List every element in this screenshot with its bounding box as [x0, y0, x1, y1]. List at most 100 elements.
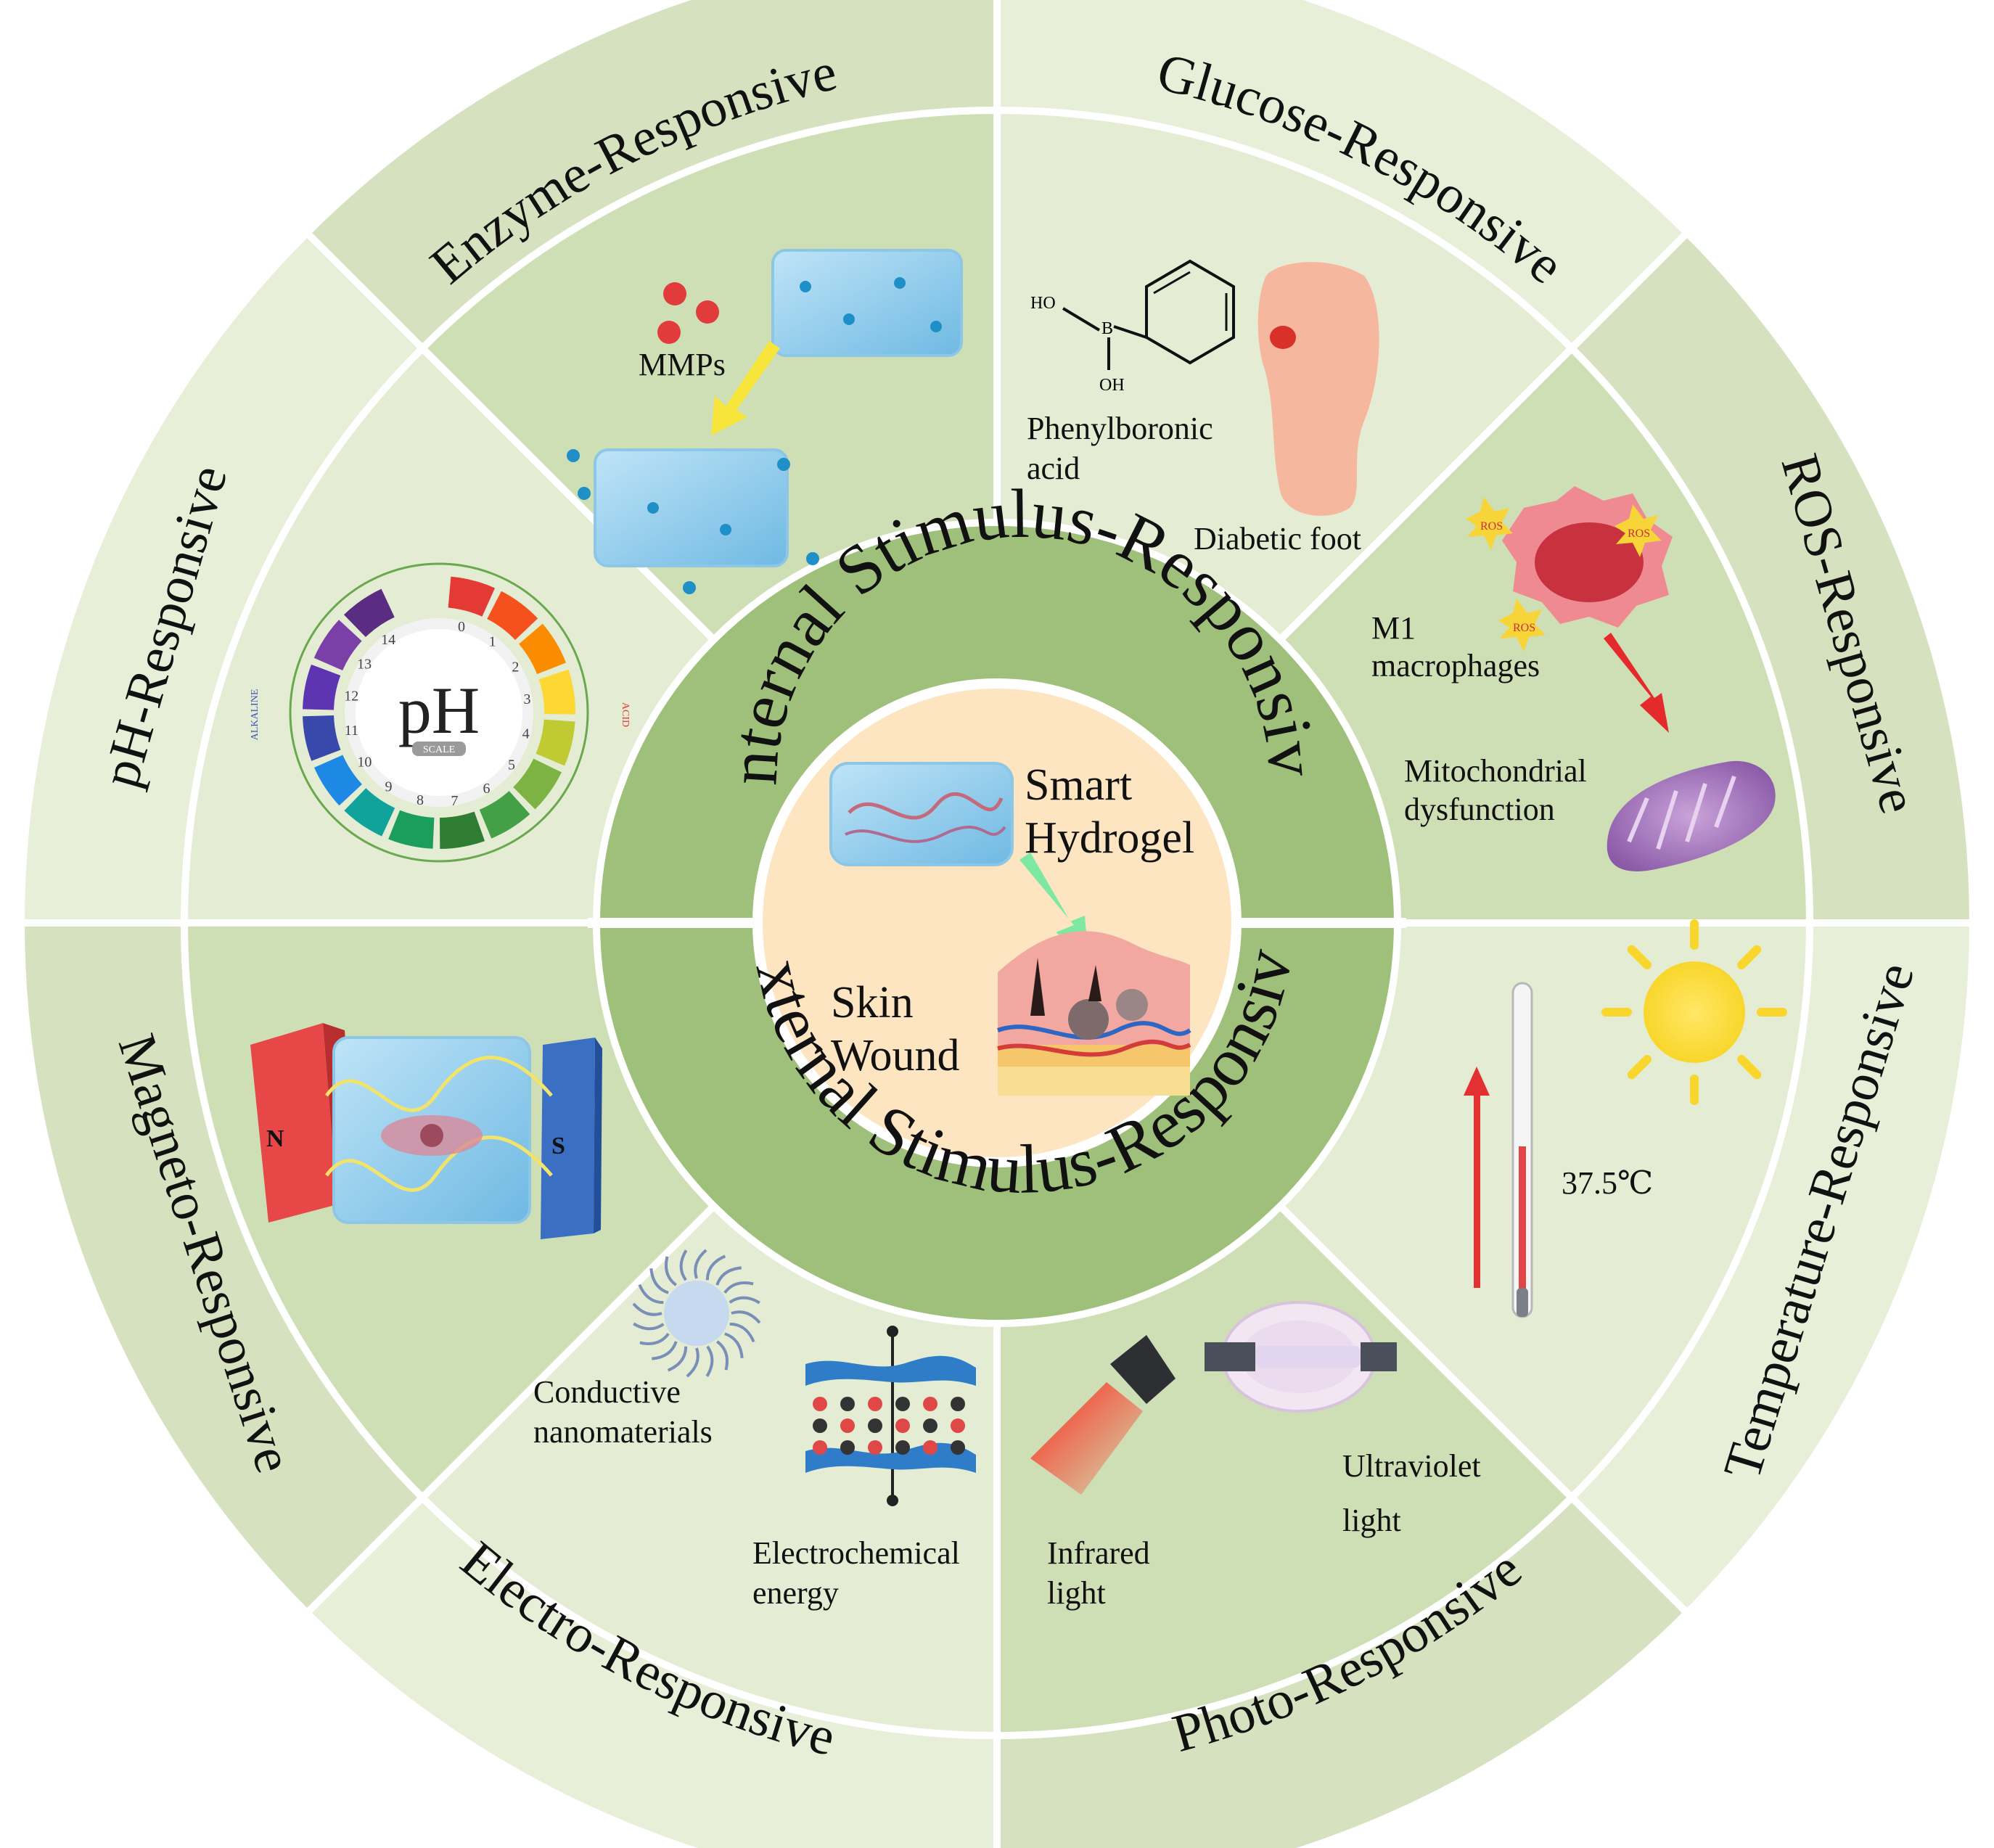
ph-segment — [479, 791, 530, 839]
ph-segment — [487, 591, 538, 641]
diabetic-foot-label: Diabetic foot — [1194, 521, 1361, 557]
ph-number: 3 — [524, 691, 531, 707]
ion-particle — [951, 1397, 965, 1411]
ph-number: 10 — [357, 755, 372, 771]
skin-label: Skin — [831, 978, 914, 1027]
svg-text:ROS: ROS — [1628, 527, 1650, 540]
ion-particle — [895, 1418, 910, 1433]
energy-label: energy — [752, 1575, 839, 1611]
ph-number: 11 — [345, 723, 358, 739]
nanoparticle-ligand — [639, 1332, 670, 1346]
ph-scale-badge — [412, 742, 466, 756]
ion-particle — [840, 1418, 855, 1433]
ph-segment — [344, 788, 395, 837]
nanoparticle-ligand — [705, 1345, 714, 1377]
green-arrow-icon — [1019, 853, 1088, 958]
ph-number: 2 — [512, 660, 519, 675]
ion-particle — [868, 1418, 882, 1433]
ph-number: 5 — [508, 757, 515, 773]
infrared-label: Infrared — [1047, 1535, 1150, 1571]
nanoparticle-ligand — [652, 1341, 678, 1360]
svg-text:B: B — [1101, 319, 1113, 338]
sun-ray — [1627, 945, 1652, 969]
hydrogel-block-icon — [829, 762, 1014, 866]
svg-text:ROS: ROS — [1513, 622, 1535, 634]
electrochemical-membrane-icon — [805, 1326, 976, 1506]
hydrogel-degraded-icon — [567, 448, 819, 594]
ion-particle — [868, 1397, 882, 1411]
nanoparticle-ligand — [715, 1266, 742, 1286]
macrophages-label: macrophages — [1371, 648, 1540, 683]
nanoparticle-ligand — [724, 1332, 744, 1358]
mmps-label: MMPs — [639, 347, 726, 382]
ph-segment — [343, 588, 395, 638]
ph-segment — [538, 669, 575, 715]
nanoparticle-ligand — [633, 1322, 665, 1331]
ion-particle — [895, 1397, 910, 1411]
ion-particle — [868, 1440, 882, 1455]
acid-label: ACID — [620, 702, 631, 727]
dysfunction-label: dysfunction — [1404, 792, 1555, 827]
ion-particle — [923, 1440, 937, 1455]
nanoparticle-ligand — [679, 1249, 688, 1281]
nanoparticle-ligand — [729, 1322, 755, 1343]
m1-label: M1 — [1371, 610, 1416, 646]
ph-segment — [513, 758, 562, 810]
ph-number: 7 — [451, 793, 458, 809]
nanoparticle-ligand — [686, 1347, 699, 1378]
mitochondrial-label: Mitochondrial — [1404, 753, 1587, 789]
mmp-enzyme-icon — [657, 282, 719, 344]
ph-segment — [448, 576, 496, 617]
ion-particle — [951, 1418, 965, 1433]
ph-number: 8 — [417, 792, 424, 808]
sun-icon — [1601, 919, 1787, 1105]
electrochemical-label: Electrochemical — [752, 1535, 960, 1571]
ph-segment — [519, 623, 567, 675]
ion-particle — [813, 1440, 827, 1455]
ph-number: 13 — [357, 657, 372, 673]
up-arrow-icon — [1464, 1067, 1490, 1288]
hydrogel-label: Hydrogel — [1025, 813, 1194, 863]
magnet-n-label: N — [266, 1125, 284, 1152]
nanoparticle-ligand — [638, 1284, 664, 1305]
ph-number: 4 — [522, 726, 530, 742]
ion-particle — [840, 1440, 855, 1455]
ir-light-label: light — [1047, 1575, 1106, 1611]
svg-text:HO: HO — [1030, 294, 1056, 313]
ph-number: 9 — [385, 779, 393, 794]
conductive-label: Conductive — [533, 1374, 681, 1410]
ph-number: 14 — [381, 632, 395, 648]
nanomaterials-label: nanomaterials — [533, 1414, 713, 1450]
phenylboronic-label: Phenylboronic — [1027, 411, 1213, 446]
wound-label: Wound — [831, 1031, 960, 1080]
sun-ray — [1737, 945, 1762, 969]
magnet-s-label: S — [551, 1133, 565, 1159]
temperature-value: 37.5℃ — [1562, 1165, 1653, 1201]
ph-segment — [313, 620, 362, 670]
magnetic-field-hydrogel-icon — [250, 1023, 602, 1239]
nanoparticle-ligand — [649, 1268, 669, 1294]
diabetic-foot-icon — [1257, 262, 1379, 516]
ion-particle — [813, 1418, 827, 1433]
svg-text:ROS: ROS — [1480, 520, 1503, 533]
hydrogel-before-icon — [771, 249, 963, 357]
nanoparticle-ligand — [664, 1256, 678, 1286]
nanoparticle-ligand — [694, 1249, 707, 1279]
nanoparticle-ligand — [723, 1281, 754, 1294]
sun-ray — [1627, 1055, 1652, 1080]
ph-segment — [313, 755, 362, 806]
ion-particle — [840, 1397, 855, 1411]
nanoparticle-ligand — [729, 1296, 760, 1305]
ph-number: 1 — [489, 634, 496, 650]
ion-particle — [813, 1397, 827, 1411]
ph-segment — [303, 664, 341, 710]
m1-macrophage-icon: ROS ROS ROS — [1466, 486, 1673, 652]
ion-particle — [951, 1440, 965, 1455]
mitochondria-icon — [1607, 760, 1776, 871]
thermometer-icon — [1511, 982, 1533, 1318]
nanoparticle-ligand — [667, 1346, 688, 1372]
smart-label: Smart — [1025, 760, 1132, 810]
ion-particle — [923, 1418, 937, 1433]
